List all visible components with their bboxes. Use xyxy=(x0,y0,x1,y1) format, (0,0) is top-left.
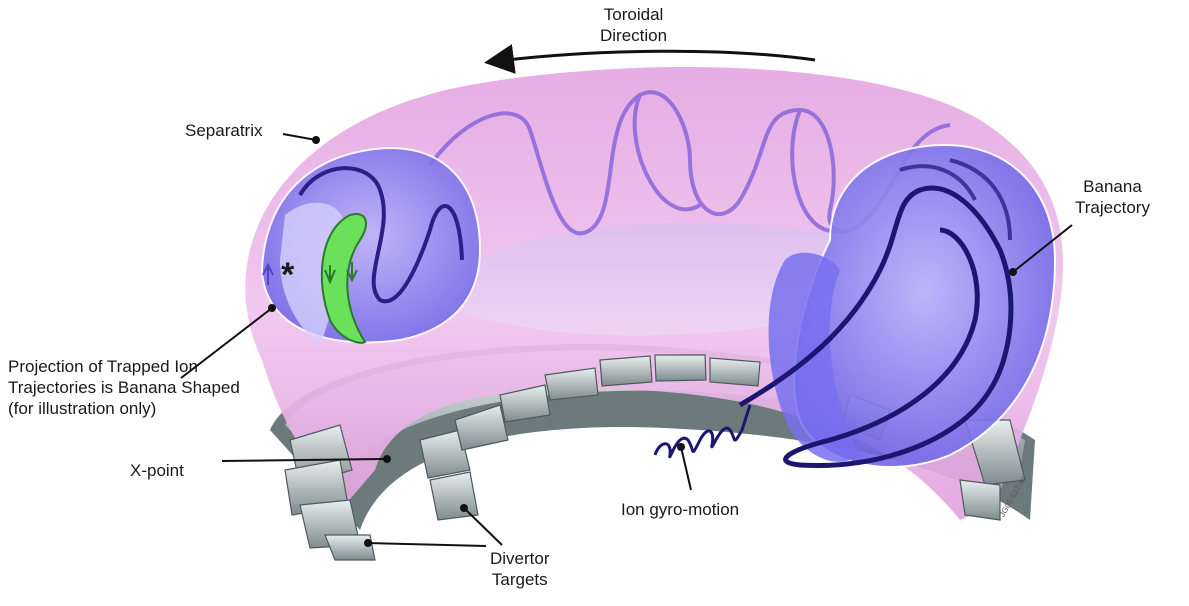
projection-line2: Trajectories is Banana Shaped xyxy=(8,377,240,398)
asterisk-marker: * xyxy=(281,258,294,292)
toroidal-direction-label: Toroidal Direction xyxy=(600,4,667,46)
toroidal-arrow xyxy=(490,51,815,62)
divertor-line1: Divertor xyxy=(490,548,550,569)
banana-trajectory-label: Banana Trajectory xyxy=(1075,176,1150,218)
toroidal-label-line2: Direction xyxy=(600,25,667,46)
xpoint-label: X-point xyxy=(130,460,184,481)
projection-line1: Projection of Trapped Ion xyxy=(8,356,240,377)
gyro-motion-label: Ion gyro-motion xyxy=(621,499,739,520)
projection-line3: (for illustration only) xyxy=(8,398,240,419)
banana-label-line2: Trajectory xyxy=(1075,197,1150,218)
projection-label: Projection of Trapped Ion Trajectories i… xyxy=(8,356,240,419)
divertor-targets-label: Divertor Targets xyxy=(490,548,550,590)
banana-label-line1: Banana xyxy=(1075,176,1150,197)
toroidal-label-line1: Toroidal xyxy=(600,4,667,25)
divertor-line2: Targets xyxy=(490,569,550,590)
separatrix-label: Separatrix xyxy=(185,120,262,141)
